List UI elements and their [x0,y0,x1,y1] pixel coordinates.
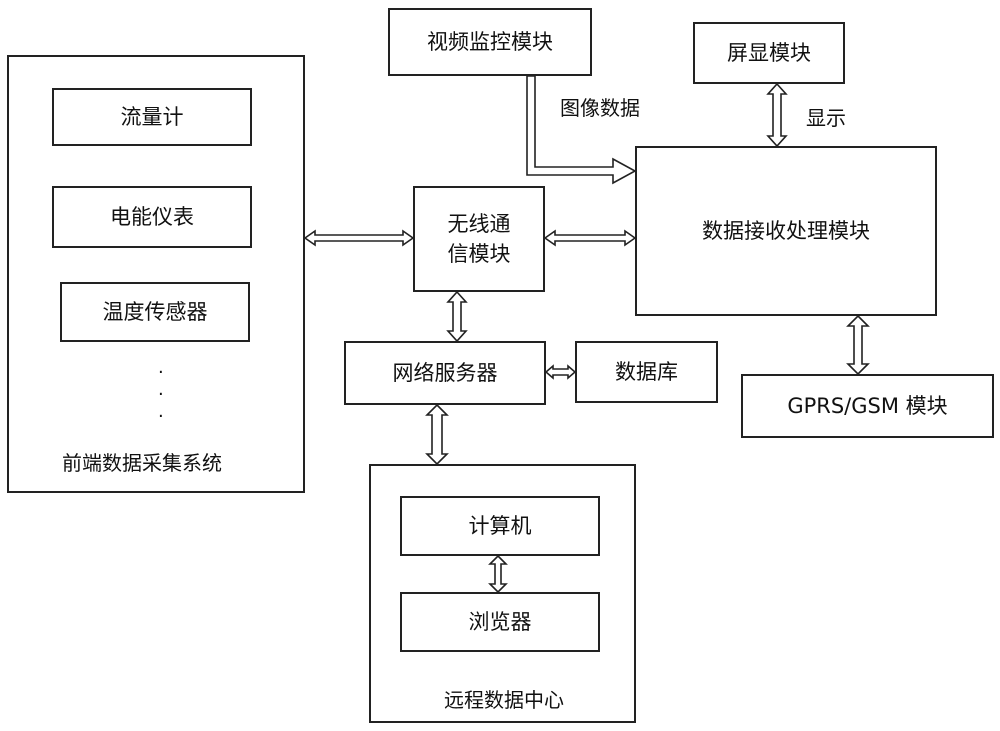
wireless-comm-box: 无线通 信模块 [413,186,545,292]
power-meter-box: 电能仪表 [52,186,252,248]
arrow-frontend-wireless [303,229,415,247]
arrow-screen-processing [766,82,788,148]
display-label: 显示 [806,106,846,130]
database-label: 数据库 [615,359,678,384]
power-meter-label: 电能仪表 [110,204,194,229]
computer-label: 计算机 [468,513,532,538]
flowmeter-box: 流量计 [52,88,252,146]
gprs-gsm-label: GPRS/GSM 模块 [787,393,948,418]
temperature-sensor-box: 温度传感器 [60,282,250,342]
temperature-sensor-label: 温度传感器 [102,299,208,324]
video-monitoring-label: 视频监控模块 [427,29,553,54]
front-end-system-title: 前端数据采集系统 [62,451,222,475]
data-processing-box: 数据接收处理模块 [635,146,937,316]
wireless-comm-label: 无线通 信模块 [447,211,511,266]
video-monitoring-box: 视频监控模块 [388,8,592,76]
arrow-server-database [544,364,577,380]
ellipsis: · · · [158,362,164,427]
screen-display-box: 屏显模块 [693,22,845,84]
arrow-server-remote [425,403,449,466]
data-processing-label: 数据接收处理模块 [702,218,870,243]
arrow-wireless-server [446,290,468,343]
screen-display-label: 屏显模块 [727,40,811,65]
browser-box: 浏览器 [400,592,600,652]
image-data-label: 图像数据 [560,96,640,120]
arrow-video-processing [526,75,637,185]
network-server-label: 网络服务器 [392,360,498,385]
flowmeter-label: 流量计 [120,104,184,129]
remote-center-title: 远程数据中心 [444,688,564,712]
network-server-box: 网络服务器 [344,341,546,405]
arrow-computer-browser [488,554,508,594]
arrow-wireless-processing [543,229,637,247]
database-box: 数据库 [575,341,718,403]
computer-box: 计算机 [400,496,600,556]
arrow-processing-gprs [846,314,870,376]
gprs-gsm-box: GPRS/GSM 模块 [741,374,994,438]
browser-label: 浏览器 [468,609,532,634]
